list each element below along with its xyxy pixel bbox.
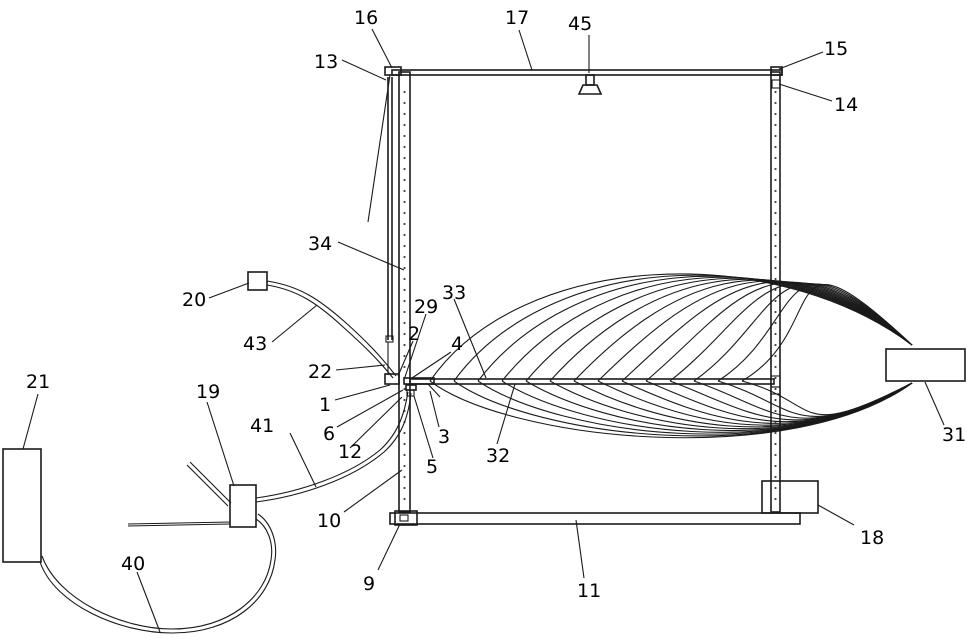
- bracket-13: [368, 75, 390, 222]
- label-1: 1: [319, 394, 331, 416]
- left-post: [399, 72, 410, 512]
- label-34: 34: [308, 233, 332, 255]
- label-31: 31: [942, 424, 966, 446]
- label-32: 32: [486, 445, 510, 467]
- leader-lines: [23, 29, 944, 632]
- base-plate: [390, 513, 800, 524]
- hose-40: [40, 514, 276, 633]
- label-20: 20: [182, 289, 206, 311]
- label-19: 19: [196, 381, 220, 403]
- cable-34: [386, 77, 393, 375]
- label-40: 40: [121, 553, 145, 575]
- label-15: 15: [824, 38, 848, 60]
- label-29: 29: [414, 296, 438, 318]
- label-41: 41: [250, 415, 274, 437]
- label-16: 16: [354, 7, 378, 29]
- device-19: [187, 462, 256, 527]
- label-17: 17: [505, 7, 529, 29]
- label-14: 14: [834, 94, 858, 116]
- label-21: 21: [26, 371, 50, 393]
- right-post-holes: [774, 91, 776, 500]
- label-4: 4: [451, 333, 463, 355]
- label-5: 5: [426, 456, 438, 478]
- label-13: 13: [314, 51, 338, 73]
- label-11: 11: [577, 580, 601, 602]
- label-10: 10: [317, 510, 341, 532]
- label-43: 43: [243, 333, 267, 355]
- label-12: 12: [338, 441, 362, 463]
- label-2: 2: [408, 323, 420, 345]
- tray-line: [128, 522, 230, 526]
- label-33: 33: [442, 282, 466, 304]
- hose-41: [256, 392, 411, 502]
- label-18: 18: [860, 527, 884, 549]
- label-45: 45: [568, 13, 592, 35]
- label-22: 22: [308, 361, 332, 383]
- label-3: 3: [438, 426, 450, 448]
- label-6: 6: [323, 423, 335, 445]
- left-post-holes: [403, 91, 405, 500]
- fan-lines-33: [430, 274, 912, 438]
- label-9: 9: [363, 573, 375, 595]
- container-21: [3, 449, 41, 562]
- device-20: [248, 272, 267, 290]
- box-31: [886, 349, 965, 381]
- right-post: [771, 72, 780, 512]
- lamp-45: [579, 75, 601, 94]
